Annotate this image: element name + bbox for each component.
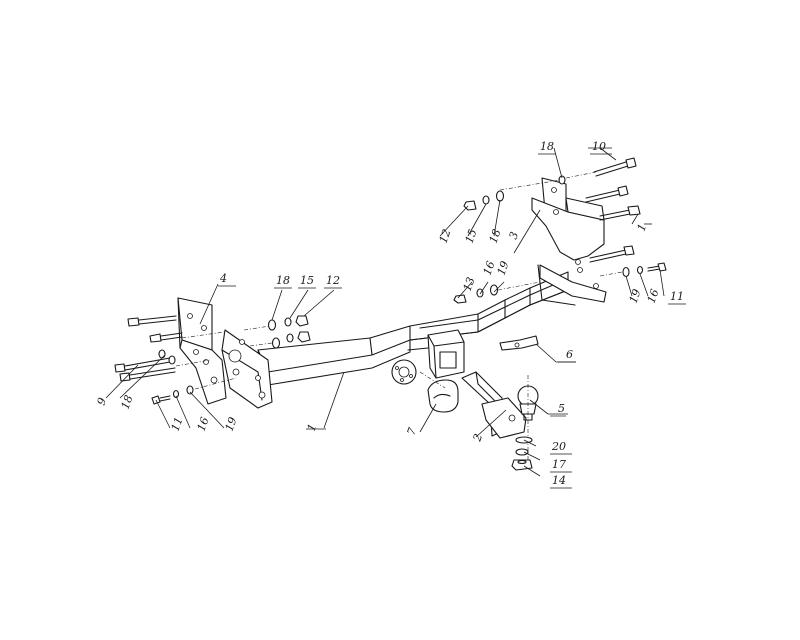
label-18-right: 18 [487,227,504,245]
label-1-right: 1 [635,222,650,233]
label-1-crossbar: 1 [305,422,320,433]
left-crossbar-plate [221,329,273,409]
label-15-mid: 15 [300,274,314,287]
receiver-box [391,329,465,385]
label-17: 17 [552,458,566,471]
label-20: 20 [551,440,566,453]
label-18-mid: 18 [276,274,290,287]
right-crossbar-plate [537,264,607,306]
label-12-mid: 12 [326,274,340,287]
label-14: 14 [552,474,566,487]
label-18-left: 18 [119,393,136,411]
label-10: 10 [592,140,606,153]
hitch-pin [499,335,539,351]
label-13: 13 [461,275,478,293]
label-19-far-right: 19 [627,287,644,305]
socket-cover [419,371,459,413]
ball-fasteners [511,436,533,471]
label-12-right: 12 [437,227,454,245]
label-2: 2 [470,432,485,444]
label-6: 6 [566,348,573,361]
label-15-right: 15 [463,227,480,245]
label-underlines [218,153,686,489]
label-4: 4 [219,272,227,285]
right-top-fasteners [463,157,641,221]
label-11-far-right: 11 [670,290,684,303]
left-bolts [114,315,237,405]
right-bracket [531,177,605,265]
label-16-far-right: 16 [645,287,662,305]
label-16-right-mid: 16 [481,259,498,277]
label-3: 3 [507,230,522,241]
label-18-top: 18 [540,140,554,153]
label-9: 9 [95,396,110,407]
label-11-left: 11 [169,415,186,433]
part-labels: 1 1 2 3 4 5 6 7 9 18 11 16 19 18 15 12 1… [95,140,684,487]
leader-lines [105,147,665,477]
label-19-right-mid: 19 [495,259,512,277]
left-washer-stack [243,315,311,349]
left-bracket [177,297,227,405]
right-lower-fasteners [453,245,667,304]
label-16-left: 16 [195,415,212,433]
tow-ball [517,375,539,468]
label-5: 5 [558,402,565,415]
label-7: 7 [405,426,420,437]
ball-mount-bar [461,371,527,439]
label-19-left: 19 [223,415,240,433]
